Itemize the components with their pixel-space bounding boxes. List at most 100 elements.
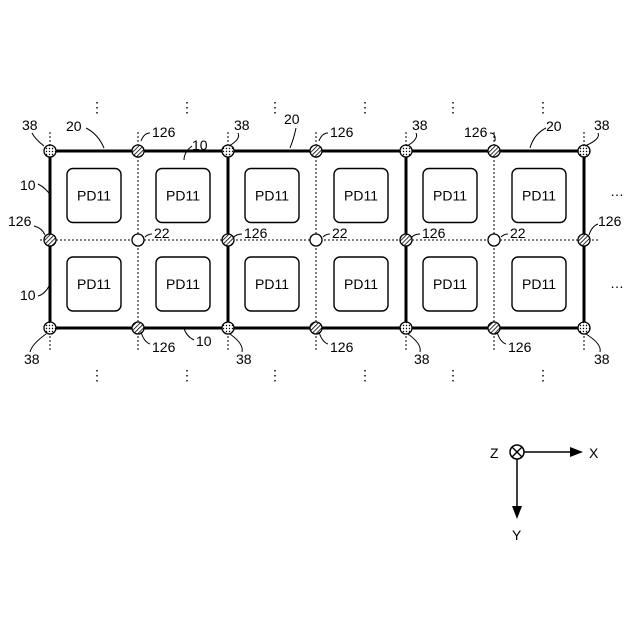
ref-10-top: 10 — [192, 137, 208, 153]
continuation-bottom-2: ⋮ — [268, 367, 282, 383]
dotted-node — [44, 145, 56, 157]
leader-126-mid-2 — [411, 234, 420, 238]
leader-126-mid-1 — [233, 234, 242, 238]
ref-126-bottom-0: 126 — [152, 339, 176, 355]
continuation-bottom-0: ⋮ — [90, 367, 104, 383]
ref-10-left-upper: 10 — [20, 177, 36, 193]
hatched-node — [578, 234, 590, 246]
ref-10-bottom: 10 — [196, 333, 212, 349]
continuation-top-3: ⋮ — [358, 99, 372, 115]
continuation-bottom-5: ⋮ — [536, 367, 550, 383]
ref-20-0: 20 — [66, 118, 82, 134]
leader-126-mid-left — [34, 226, 45, 235]
leader-38-top-0 — [32, 133, 44, 146]
hatched-node — [310, 322, 322, 334]
leader-10-bottom — [184, 328, 194, 340]
dotted-node — [44, 322, 56, 334]
photodiode-label: PD11 — [166, 276, 200, 292]
photodiode-label: PD11 — [77, 188, 111, 204]
hatched-node — [44, 234, 56, 246]
leader-126-top-0 — [141, 133, 150, 141]
continuation-right-lower: … — [610, 275, 624, 291]
dotted-node — [222, 322, 234, 334]
ref-126-top-2: 126 — [464, 124, 488, 140]
photodiode-label: PD11 — [522, 276, 556, 292]
ref-126-mid-left: 126 — [8, 213, 32, 229]
leader-20-0 — [86, 128, 104, 148]
continuation-top-2: ⋮ — [268, 99, 282, 115]
ref-126-top-0: 126 — [152, 124, 176, 140]
continuation-bottom-3: ⋮ — [358, 367, 372, 383]
continuation-right-upper: … — [610, 183, 624, 199]
hatched-node — [222, 234, 234, 246]
dotted-node — [578, 322, 590, 334]
photodiode-label: PD11 — [255, 188, 289, 204]
photodiode-label: PD11 — [522, 188, 556, 204]
continuation-bottom-4: ⋮ — [446, 367, 460, 383]
hatched-node — [310, 145, 322, 157]
ref-38-bottom-2: 38 — [414, 351, 430, 367]
leader-10-top — [184, 146, 192, 160]
y-axis-arrowhead — [512, 506, 522, 519]
ref-126-mid-right: 126 — [598, 213, 622, 229]
continuation-top-4: ⋮ — [446, 99, 460, 115]
leader-22-2 — [501, 234, 508, 237]
leader-126-top-1 — [319, 133, 328, 141]
ref-126-mid-1: 126 — [244, 225, 268, 241]
photodiode-label: PD11 — [77, 276, 111, 292]
ref-38-top-3: 38 — [594, 117, 610, 133]
leader-38-top-2 — [407, 133, 417, 146]
photodiode-label: PD11 — [166, 188, 200, 204]
ref-22-0: 22 — [154, 225, 170, 241]
hatched-node — [400, 234, 412, 246]
leader-22-1 — [323, 234, 330, 237]
photodiode-label: PD11 — [255, 276, 289, 292]
leader-38-bottom-0 — [30, 334, 46, 352]
coordinate-axes: Z X Y — [490, 445, 599, 543]
y-axis-label: Y — [512, 527, 522, 543]
leader-126-bottom-2 — [497, 332, 506, 344]
ref-38-top-2: 38 — [412, 117, 428, 133]
ref-10-left-lower: 10 — [20, 287, 36, 303]
x-axis-label: X — [589, 445, 599, 461]
leader-126-mid-right — [589, 224, 598, 235]
continuation-top-5: ⋮ — [536, 99, 550, 115]
leader-38-bottom-1 — [230, 334, 242, 352]
ref-38-top-0: 38 — [22, 117, 38, 133]
leader-38-bottom-2 — [408, 334, 420, 352]
open-node — [488, 234, 500, 246]
ref-126-bottom-2: 126 — [508, 339, 532, 355]
ref-22-1: 22 — [332, 225, 348, 241]
ref-38-bottom-3: 38 — [594, 351, 610, 367]
continuation-top-1: ⋮ — [180, 99, 194, 115]
leader-126-bottom-1 — [319, 332, 328, 344]
ref-22-2: 22 — [510, 225, 526, 241]
ref-20-1: 20 — [284, 111, 300, 127]
x-axis-arrowhead — [570, 447, 583, 457]
ref-126-mid-2: 126 — [422, 225, 446, 241]
photodiode-label: PD11 — [433, 188, 467, 204]
hatched-node — [132, 145, 144, 157]
open-node — [132, 234, 144, 246]
hatched-node — [132, 322, 144, 334]
continuation-bottom-1: ⋮ — [180, 367, 194, 383]
leader-38-bottom-3 — [586, 334, 600, 352]
dotted-node — [400, 145, 412, 157]
leader-38-top-3 — [585, 133, 598, 146]
photodiode-label: PD11 — [344, 276, 378, 292]
dotted-node — [400, 322, 412, 334]
ref-126-bottom-1: 126 — [330, 339, 354, 355]
hatched-node — [488, 145, 500, 157]
leader-20-2 — [530, 128, 546, 148]
leader-126-bottom-0 — [141, 332, 150, 344]
ref-38-top-1: 38 — [234, 117, 250, 133]
leader-38-top-1 — [229, 133, 239, 146]
z-axis-label: Z — [490, 445, 499, 461]
photodiode-label: PD11 — [433, 276, 467, 292]
open-node — [310, 234, 322, 246]
ref-38-bottom-0: 38 — [24, 351, 40, 367]
ref-126-top-1: 126 — [330, 124, 354, 140]
leader-20-1 — [290, 128, 296, 148]
hatched-node — [488, 322, 500, 334]
